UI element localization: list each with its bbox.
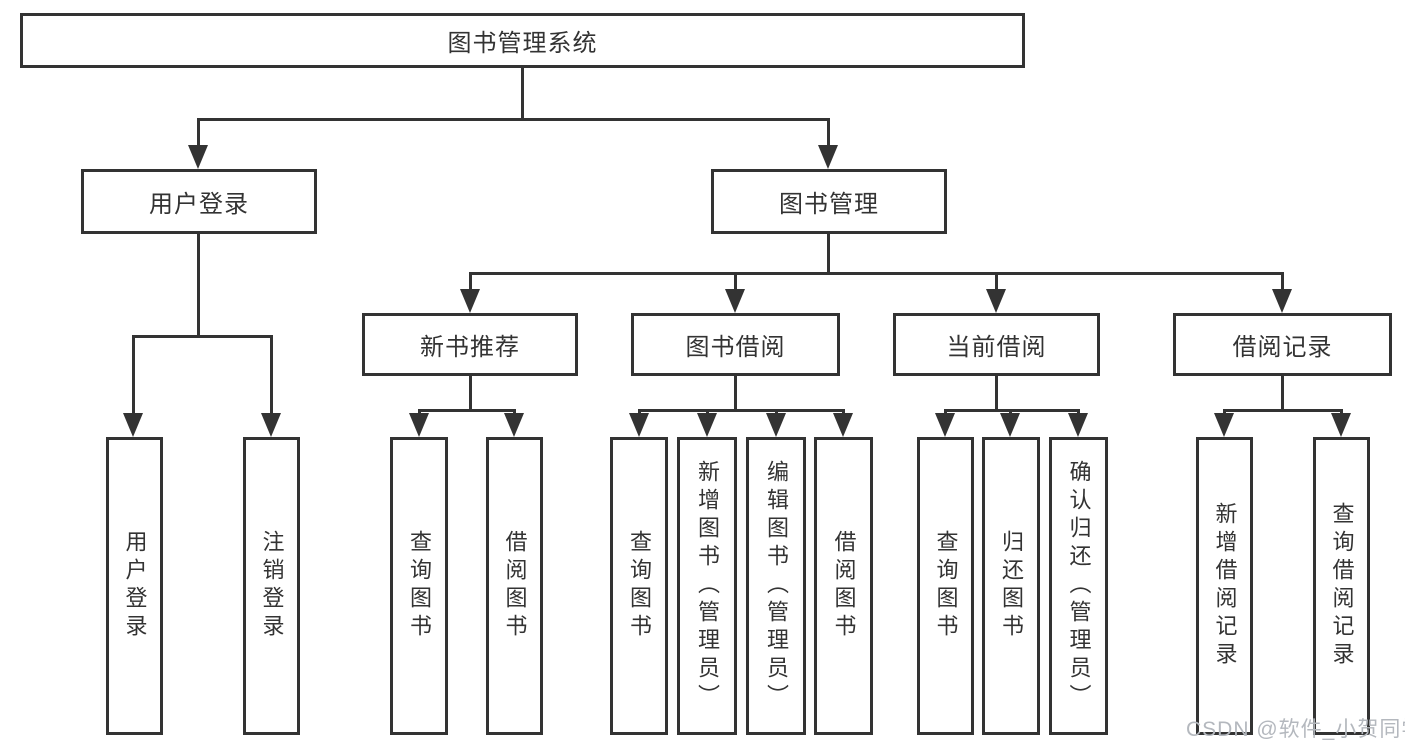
leaf-edit-book-admin: 编辑图书（管理员） bbox=[746, 437, 806, 735]
leaf-query-books-borrow: 查询图书 bbox=[610, 437, 668, 735]
arrowhead bbox=[818, 145, 838, 169]
connector-line bbox=[734, 376, 737, 412]
connector-line bbox=[827, 118, 830, 150]
leaf-query-books-recommend: 查询图书 bbox=[390, 437, 448, 735]
connector-line bbox=[197, 118, 200, 150]
connector-line bbox=[270, 335, 273, 415]
arrowhead bbox=[409, 413, 429, 437]
connector-line bbox=[197, 234, 200, 338]
connector-line bbox=[132, 335, 273, 338]
node-new-book-recommend: 新书推荐 bbox=[362, 313, 578, 376]
arrowhead bbox=[986, 289, 1006, 313]
leaf-return-books: 归还图书 bbox=[982, 437, 1040, 735]
leaf-add-book-admin: 新增图书（管理员） bbox=[677, 437, 737, 735]
connector-line bbox=[469, 272, 1283, 275]
leaf-query-books-current: 查询图书 bbox=[917, 437, 974, 735]
connector-line bbox=[638, 409, 845, 412]
arrowhead bbox=[629, 413, 649, 437]
connector-line bbox=[827, 234, 830, 274]
connector-line bbox=[521, 68, 524, 118]
node-book-management: 图书管理 bbox=[711, 169, 947, 234]
arrowhead bbox=[833, 413, 853, 437]
connector-line bbox=[1281, 272, 1284, 292]
arrowhead bbox=[261, 413, 281, 437]
connector-line bbox=[995, 376, 998, 412]
arrowhead bbox=[1000, 413, 1020, 437]
leaf-borrow-books-recommend: 借阅图书 bbox=[486, 437, 543, 735]
arrowhead bbox=[460, 289, 480, 313]
connector-line bbox=[995, 272, 998, 292]
leaf-borrow-books-borrow: 借阅图书 bbox=[814, 437, 873, 735]
connector-line bbox=[197, 118, 829, 121]
arrowhead bbox=[935, 413, 955, 437]
arrowhead bbox=[1068, 413, 1088, 437]
arrowhead bbox=[766, 413, 786, 437]
node-book-borrow: 图书借阅 bbox=[631, 313, 840, 376]
connector-line bbox=[469, 376, 472, 412]
leaf-logout: 注销登录 bbox=[243, 437, 300, 735]
node-root: 图书管理系统 bbox=[20, 13, 1025, 68]
arrowhead bbox=[725, 289, 745, 313]
node-current-borrow: 当前借阅 bbox=[893, 313, 1100, 376]
connector-line bbox=[734, 272, 737, 292]
connector-line bbox=[132, 335, 135, 415]
arrowhead bbox=[1272, 289, 1292, 313]
leaf-user-login: 用户登录 bbox=[106, 437, 163, 735]
arrowhead bbox=[1214, 413, 1234, 437]
arrowhead bbox=[504, 413, 524, 437]
connector-line bbox=[1281, 376, 1284, 412]
node-borrow-records: 借阅记录 bbox=[1173, 313, 1392, 376]
connector-line bbox=[1223, 409, 1342, 412]
leaf-add-borrow-record: 新增借阅记录 bbox=[1196, 437, 1253, 735]
connector-line bbox=[469, 272, 472, 292]
leaf-query-borrow-record: 查询借阅记录 bbox=[1313, 437, 1370, 735]
arrowhead bbox=[123, 413, 143, 437]
connector-line bbox=[418, 409, 516, 412]
arrowhead bbox=[697, 413, 717, 437]
node-user-login: 用户登录 bbox=[81, 169, 317, 234]
leaf-confirm-return-admin: 确认归还（管理员） bbox=[1049, 437, 1108, 735]
arrowhead bbox=[1331, 413, 1351, 437]
arrowhead bbox=[188, 145, 208, 169]
watermark: CSDN @软件_小贺同学 bbox=[1186, 718, 1405, 741]
